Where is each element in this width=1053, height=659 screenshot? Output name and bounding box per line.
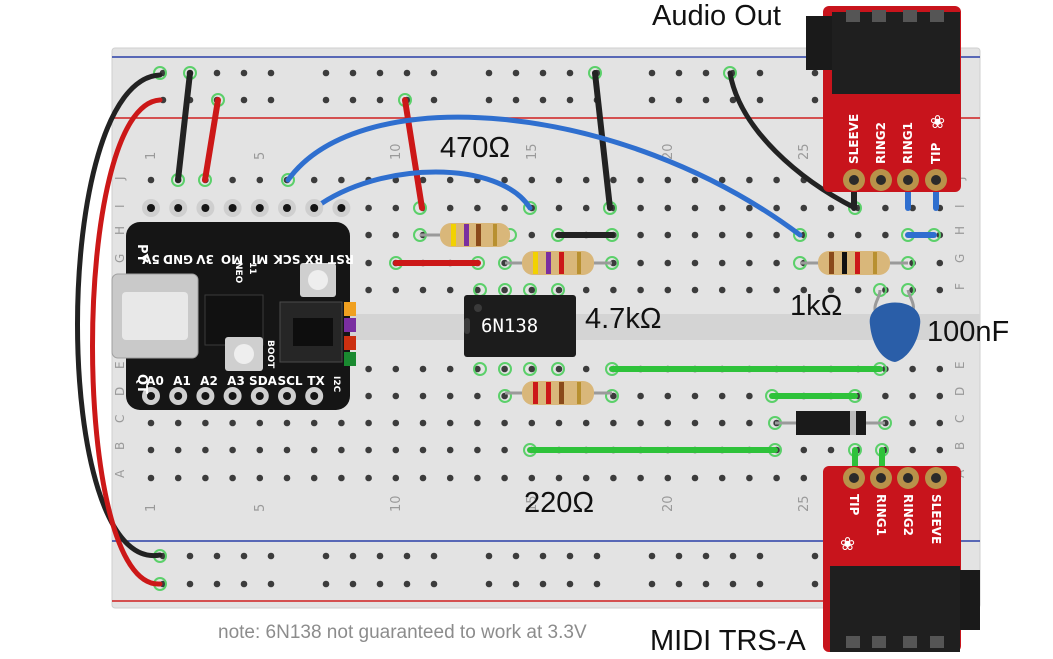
svg-text:10: 10 <box>389 495 404 512</box>
mcu-pin-label: A0 <box>146 374 164 388</box>
mcu-pin-label: 3V <box>195 252 213 266</box>
resistor-470-label: 470Ω <box>440 132 511 164</box>
note-text: note: 6N138 not guaranteed to work at 3.… <box>218 622 587 643</box>
resistor-470 <box>420 223 510 247</box>
mcu-pin-label: SCK <box>273 252 300 266</box>
mcu-pin-label: RX <box>304 252 323 266</box>
svg-text:F: F <box>953 283 967 290</box>
svg-text:5: 5 <box>253 152 268 160</box>
midi-jack-pin: TIP <box>847 494 861 516</box>
mcu-corner-top: PY <box>134 244 149 264</box>
mcu-pin-label: RST <box>327 252 354 266</box>
black-power-loop-wire <box>75 72 163 558</box>
audio-jack-pin: RING1 <box>901 122 915 164</box>
mcu-board <box>111 199 356 410</box>
mcu-pin-label: TX <box>307 374 325 388</box>
mcu-pin-label: MO <box>221 252 243 266</box>
audio-jack-logo-icon: ❀ <box>930 112 945 133</box>
svg-text:E: E <box>113 361 127 369</box>
audio-jack-pin: TIP <box>929 142 943 164</box>
svg-text:H: H <box>113 226 127 235</box>
svg-text:1: 1 <box>144 152 159 160</box>
optocoupler-chip <box>464 295 576 357</box>
svg-text:20: 20 <box>661 143 676 160</box>
audio-jack-pin-labels: SLEEVE RING2 RING1 TIP <box>847 114 943 164</box>
svg-text:C: C <box>953 415 967 423</box>
resistor-220-label: 220Ω <box>524 487 595 519</box>
resistor-1k-label: 1kΩ <box>790 290 843 322</box>
svg-text:D: D <box>113 387 127 396</box>
audio-jack-breakout <box>806 6 961 192</box>
mcu-mark-neo: NEO <box>233 262 243 284</box>
midi-jack-logo-icon: ❀ <box>840 534 855 555</box>
midi-jack-pin-labels: TIP RING1 RING2 SLEEVE <box>847 494 943 544</box>
midi-trs-label: MIDI TRS-A <box>650 625 806 657</box>
svg-text:15: 15 <box>525 143 540 160</box>
resistor-4k7 <box>505 251 612 275</box>
svg-text:D: D <box>953 387 967 396</box>
audio-jack-pin: SLEEVE <box>847 114 861 164</box>
resistor-4k7-label: 4.7kΩ <box>585 303 662 335</box>
svg-text:I: I <box>953 204 967 208</box>
midi-jack-pin: RING2 <box>901 494 915 536</box>
svg-text:25: 25 <box>797 495 812 512</box>
capacitor-100nf <box>869 289 921 362</box>
svg-text:5: 5 <box>253 504 268 512</box>
mcu-pin-label: SDA <box>249 374 278 388</box>
mcu-pin-label: A1 <box>173 374 191 388</box>
svg-text:10: 10 <box>389 143 404 160</box>
svg-text:G: G <box>953 254 967 263</box>
midi-jack-pin: SLEEVE <box>929 494 943 544</box>
mcu-pin-label: 5V <box>141 252 159 266</box>
mcu-corner-bottom: QT <box>134 374 149 394</box>
svg-text:25: 25 <box>797 143 812 160</box>
svg-text:I: I <box>113 204 127 208</box>
mcu-pin-label: SCL <box>277 374 302 388</box>
mcu-mark-i2c: I2C <box>331 376 341 393</box>
mcu-mark-11: 11 <box>247 262 257 275</box>
capacitor-label: 100nF <box>927 316 1010 348</box>
mcu-pin-label: A3 <box>227 374 245 388</box>
black-gnd-wire <box>175 70 193 183</box>
svg-text:G: G <box>113 254 127 263</box>
audio-out-label: Audio Out <box>652 0 781 32</box>
svg-text:C: C <box>113 415 127 423</box>
red-power-loop-wire <box>90 97 163 587</box>
mcu-pin-label: MI <box>252 252 268 266</box>
svg-text:20: 20 <box>661 495 676 512</box>
svg-text:1: 1 <box>144 504 159 512</box>
svg-text:J: J <box>113 176 127 181</box>
chip-label: 6N138 <box>481 315 538 337</box>
svg-text:15: 15 <box>525 495 540 512</box>
svg-text:H: H <box>953 226 967 235</box>
midi-jack-pin: RING1 <box>874 494 888 536</box>
audio-jack-pin: RING2 <box>874 122 888 164</box>
blue-wire-rx-to-optocoupler <box>312 169 533 211</box>
mcu-pin-label: A2 <box>200 374 218 388</box>
resistor-1k <box>800 251 908 275</box>
svg-text:B: B <box>113 442 127 450</box>
resistor-220 <box>505 381 612 405</box>
mcu-mark-boot: BOOT <box>265 340 275 369</box>
black-wire-audio-sleeve <box>727 70 858 211</box>
midi-jack-breakout <box>823 466 980 652</box>
blue-wire-tx-to-output <box>285 114 803 238</box>
diode <box>775 411 885 435</box>
red-3v-wire <box>202 97 221 183</box>
mcu-pin-label: GND <box>163 252 193 266</box>
svg-text:B: B <box>953 442 967 450</box>
svg-text:E: E <box>953 361 967 369</box>
svg-text:A: A <box>113 469 127 478</box>
